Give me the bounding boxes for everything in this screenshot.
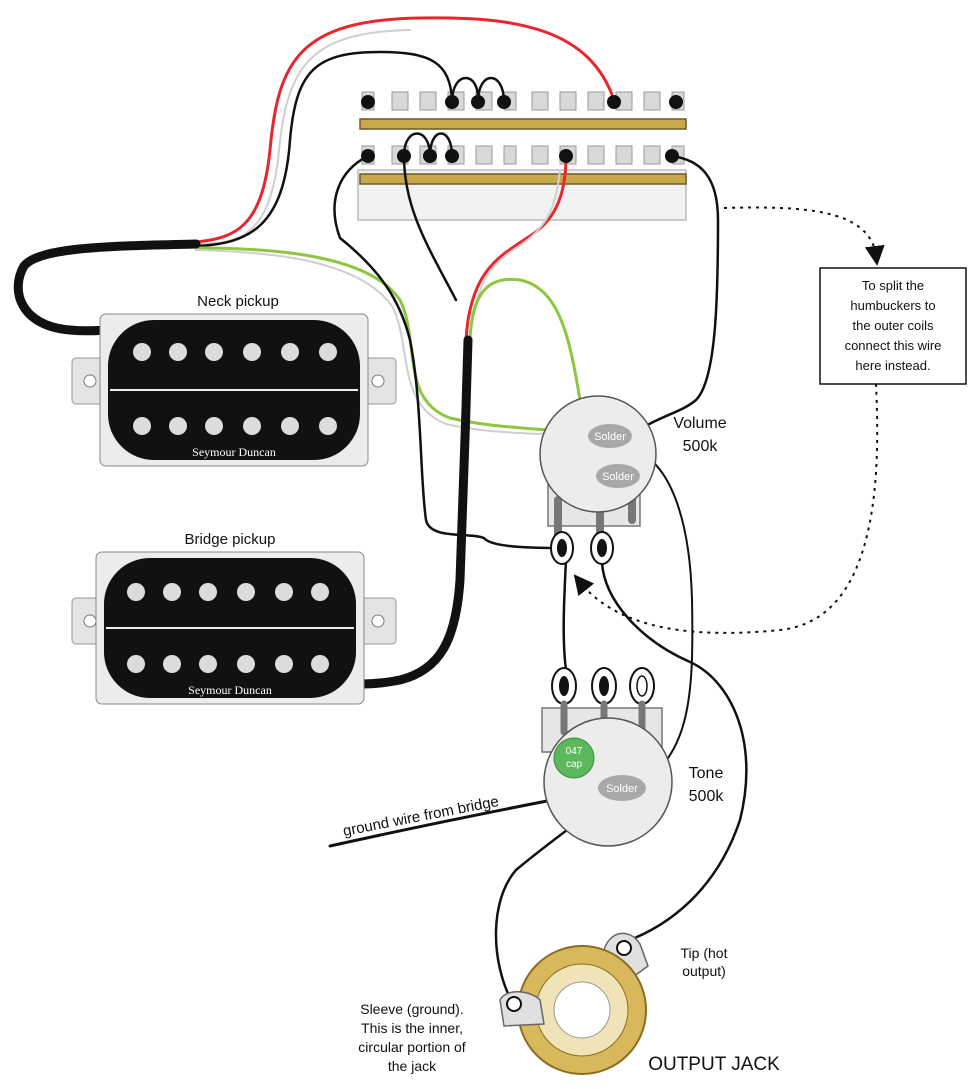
volume-solder-label-2: Solder — [602, 471, 634, 483]
tone-label: Tone — [689, 765, 724, 782]
volume-solder-2 — [596, 464, 640, 488]
switch-output-wire — [628, 154, 720, 440]
volume-label: Volume — [673, 415, 726, 432]
tone-solder — [598, 775, 646, 801]
volume-value: 500k — [683, 438, 719, 455]
output-jack — [499, 932, 649, 1075]
jack-tip-label-2: output) — [682, 963, 726, 979]
switch-left-black-wire — [333, 154, 562, 550]
neck-hot-wire — [194, 16, 616, 244]
tone-cap-label-1: 047 — [566, 746, 583, 757]
switch-jumper-top — [450, 76, 506, 104]
split-note-line-4: connect this wire — [845, 338, 942, 353]
switch-lugs-top — [361, 91, 685, 111]
neck-pickup: Seymour Duncan — [71, 313, 397, 467]
volume-to-tone-wire — [562, 558, 568, 672]
split-note-line-5: here instead. — [855, 358, 930, 373]
split-note-box: To split the humbuckers to the outer coi… — [819, 267, 967, 385]
split-coil-dotted-path — [573, 206, 885, 634]
output-jack-title: OUTPUT JACK — [648, 1054, 780, 1075]
tone-lugs — [551, 667, 655, 705]
jack-tip-label-1: Tip (hot — [681, 945, 728, 961]
volume-solder-1 — [588, 424, 632, 448]
neck-black-wire — [194, 50, 454, 248]
switch-jumper-mid — [402, 132, 454, 158]
tone-solder-label: Solder — [606, 783, 638, 795]
split-note-line-2: humbuckers to — [850, 298, 935, 313]
split-note-line-1: To split the — [862, 278, 924, 293]
jack-sleeve-label-2: This is the inner, — [361, 1020, 463, 1036]
volume-ground-wire — [629, 449, 694, 791]
neck-bare-wire — [195, 249, 591, 439]
tone-cap — [553, 737, 595, 779]
volume-pot: Solder Solder — [539, 395, 657, 565]
wires — [13, 16, 748, 1004]
bridge-hot-wire — [464, 154, 568, 342]
bridge-cable — [357, 335, 473, 689]
switch-center-black-wire — [402, 154, 458, 302]
volume-solder-label-1: Solder — [594, 431, 626, 443]
jack-sleeve-label-1: Sleeve (ground). — [360, 1001, 464, 1017]
switch-bar-bottom — [359, 173, 687, 185]
jack-sleeve-label-3: circular portion of — [358, 1039, 465, 1055]
bridge-brand: Seymour Duncan — [188, 683, 272, 697]
bridge-white-wire — [469, 169, 561, 341]
volume-to-jack-wire — [600, 560, 748, 942]
jack-sleeve-label-4: the jack — [388, 1058, 437, 1074]
bridge-pickup-label: Bridge pickup — [185, 531, 276, 548]
switch-connection-dots — [361, 95, 683, 163]
neck-cable — [13, 239, 201, 336]
bridge-pickup: Seymour Duncan — [71, 551, 397, 705]
neck-brand: Seymour Duncan — [192, 445, 276, 459]
tone-cap-label-2: cap — [566, 759, 583, 770]
tone-value: 500k — [689, 788, 725, 805]
bridge-pole-screws — [127, 583, 329, 673]
neck-pickup-label: Neck pickup — [197, 293, 279, 310]
split-note-line-3: the outer coils — [853, 318, 934, 333]
tone-pot: Solder 047 cap — [541, 667, 673, 847]
neck-pole-screws — [133, 343, 337, 435]
volume-lugs — [550, 531, 614, 565]
switch-bar-top — [359, 118, 687, 130]
jack-sleeve-lug — [499, 991, 545, 1027]
jack-tip-lug — [603, 932, 649, 984]
jack-center — [553, 981, 611, 1039]
